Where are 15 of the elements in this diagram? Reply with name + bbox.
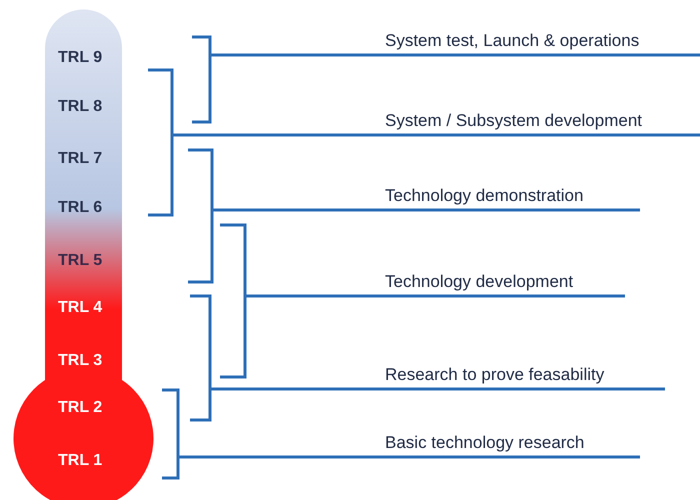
trl-level: TRL 8 — [58, 97, 102, 117]
phase-label: Research to prove feasability — [385, 365, 604, 385]
phase-label: System test, Launch & operations — [385, 31, 640, 51]
trl-level: TRL 7 — [58, 149, 102, 169]
trl-level: TRL 6 — [58, 198, 102, 218]
phase-label: System / Subsystem development — [385, 111, 642, 131]
trl-level: TRL 5 — [58, 251, 102, 271]
trl-level: TRL 2 — [58, 398, 102, 418]
trl-level: TRL 3 — [58, 351, 102, 371]
trl-level: TRL 9 — [58, 48, 102, 68]
phase-label: Technology development — [385, 272, 574, 292]
phase-label: Basic technology research — [385, 433, 584, 453]
trl-level: TRL 4 — [58, 298, 102, 318]
phase-label: Technology demonstration — [385, 186, 584, 206]
trl-level: TRL 1 — [58, 451, 102, 471]
